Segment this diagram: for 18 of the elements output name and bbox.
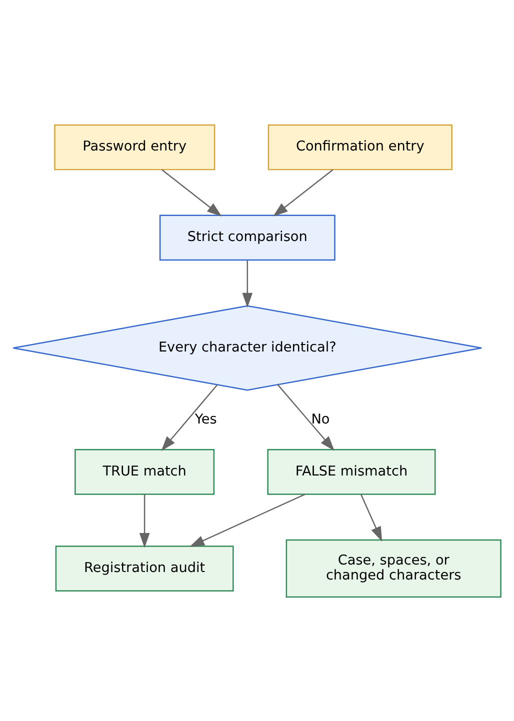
node-box: Password entry: [54, 124, 216, 170]
arrow: [277, 384, 335, 450]
node-box: Confirmation entry: [268, 124, 452, 170]
arrow: [139, 494, 150, 548]
node-box: FALSE mismatch: [267, 448, 436, 494]
arrow: [189, 493, 306, 546]
arrow: [162, 168, 222, 216]
node-box: Registration audit: [55, 545, 234, 591]
arrow: [161, 384, 218, 450]
arrow: [272, 168, 334, 216]
node-diamond: Every character identical?: [12, 304, 482, 390]
node-box: Case, spaces, or changed characters: [286, 538, 502, 598]
arrow: [242, 260, 253, 308]
arrow: [360, 494, 382, 542]
edge-label: Yes: [194, 410, 217, 427]
node-box: Strict comparison: [159, 214, 336, 260]
node-box: TRUE match: [74, 448, 215, 494]
edge-label: No: [311, 410, 330, 427]
